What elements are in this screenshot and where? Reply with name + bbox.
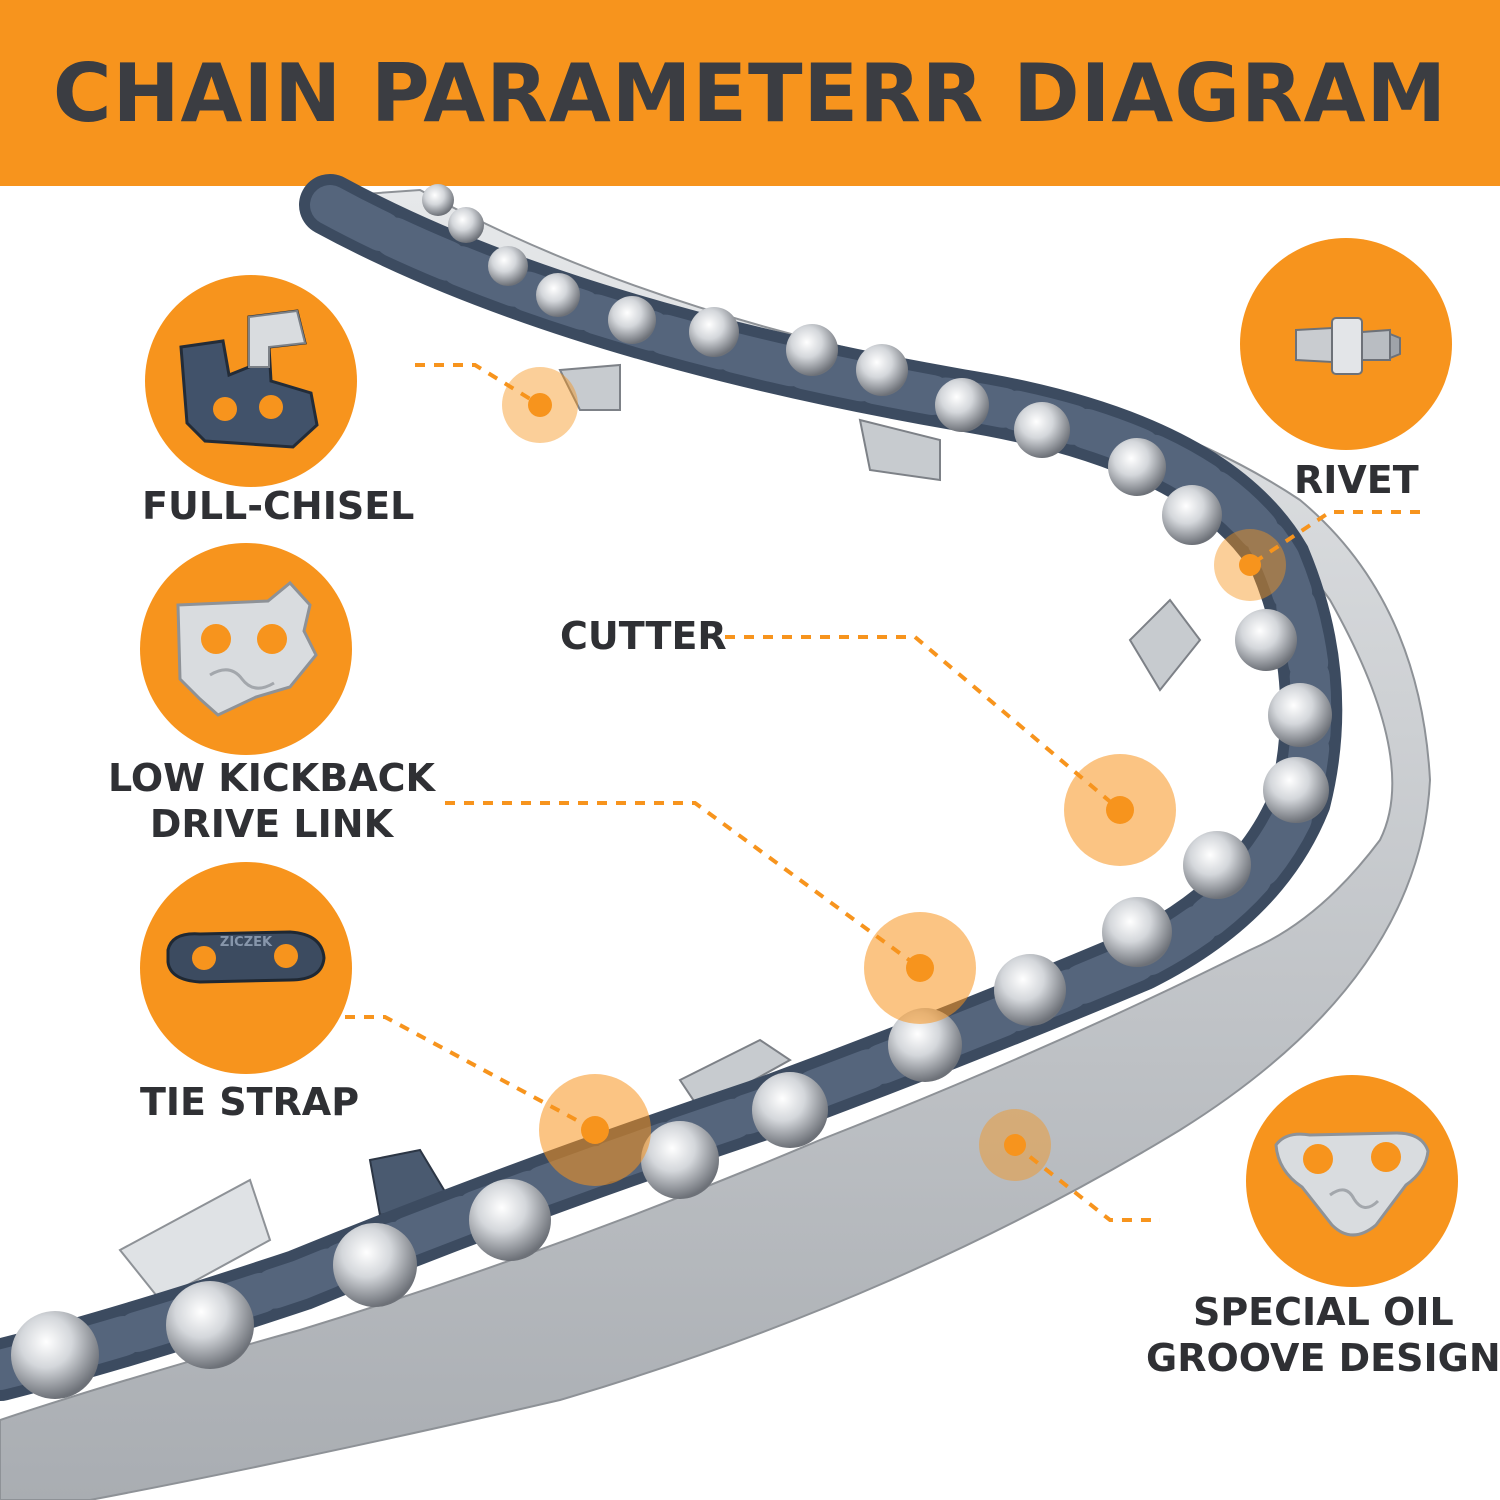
tie-strap-stamp: ZICZEK bbox=[220, 935, 273, 950]
oil-groove-leader bbox=[1013, 1143, 1160, 1222]
drive-link-label: LOW KICKBACK DRIVE LINK bbox=[108, 756, 435, 847]
oil-groove-link-icon bbox=[1274, 1131, 1430, 1237]
hotspot-oil-groove bbox=[979, 1109, 1051, 1181]
cutter-leader bbox=[725, 635, 1122, 812]
tie-strap-badge: ZICZEK bbox=[140, 862, 352, 1074]
oil-groove-label: SPECIAL OIL GROOVE DESIGN bbox=[1146, 1290, 1500, 1381]
tie-strap-label: TIE STRAP bbox=[140, 1080, 360, 1124]
title-banner: CHAIN PARAMETERR DIAGRAM bbox=[0, 0, 1500, 186]
drive-link-label-line2: DRIVE LINK bbox=[149, 801, 394, 846]
rivet-label: RIVET bbox=[1294, 458, 1419, 502]
chain-rivets bbox=[11, 184, 1332, 1399]
full-chisel-label: FULL-CHISEL bbox=[142, 484, 415, 528]
hotspot-rivet bbox=[1214, 529, 1286, 601]
full-chisel-cutter-icon bbox=[179, 309, 319, 449]
drive-link-icon bbox=[176, 580, 318, 717]
hotspot-cutter bbox=[1064, 754, 1176, 866]
leader-lines bbox=[345, 363, 1420, 1222]
rivet-badge bbox=[1240, 238, 1452, 450]
hotspot-drive-link bbox=[864, 912, 976, 1024]
oil-groove-label-line1: SPECIAL OIL bbox=[1192, 1290, 1454, 1334]
hotspot-full-chisel bbox=[502, 367, 578, 443]
rivet-leader bbox=[1248, 510, 1420, 567]
page-title: CHAIN PARAMETERR DIAGRAM bbox=[52, 46, 1448, 140]
oil-groove-label-line2: GROOVE DESIGN bbox=[1146, 1335, 1500, 1380]
hotspots bbox=[502, 367, 1286, 1186]
tie-strap-leader bbox=[345, 1015, 596, 1132]
drive-link-label-line1: LOW KICKBACK bbox=[108, 756, 435, 800]
cutter-label: CUTTER bbox=[560, 614, 727, 658]
drive-link-badge bbox=[140, 543, 352, 755]
oil-groove-badge bbox=[1246, 1075, 1458, 1287]
full-chisel-badge bbox=[145, 275, 357, 487]
tie-strap-icon: ZICZEK bbox=[166, 930, 326, 984]
hotspot-tie-strap bbox=[539, 1074, 651, 1186]
rivet-icon bbox=[1295, 317, 1401, 375]
full-chisel-leader bbox=[415, 363, 542, 407]
drive-link-leader bbox=[445, 801, 922, 970]
